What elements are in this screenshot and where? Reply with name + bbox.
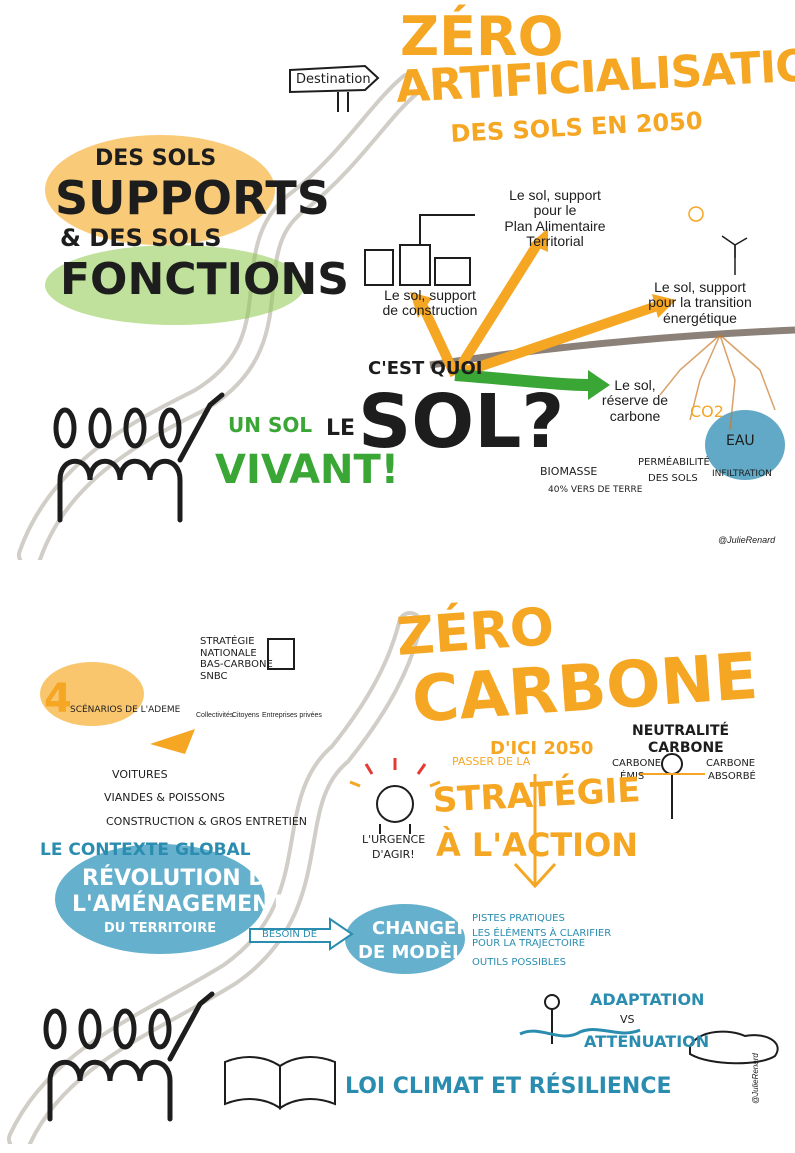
urgency-line-2: D'AGIR! bbox=[372, 848, 415, 861]
heading-supports: SUPPORTS bbox=[55, 171, 330, 225]
change-model-line-2: DE MODÈLE bbox=[358, 942, 476, 963]
sketchnote-carbon-panel: ZÉRO CARBONE D'ICI 2050 4 SCÉNARIOS DE L… bbox=[0, 584, 795, 1144]
impact-cars: VOITURES bbox=[112, 768, 168, 781]
road-and-shapes-drawing bbox=[7, 611, 779, 1144]
change-model-line-1: CHANGER bbox=[372, 918, 471, 939]
revolution-line-2: L'AMÉNAGEMENT bbox=[72, 892, 286, 917]
label-construction: Le sol, support de construction bbox=[360, 287, 500, 319]
biomass-sub-label: 40% VERS DE TERRE bbox=[548, 485, 643, 495]
snbc-sub-1: Collectivités bbox=[196, 712, 234, 719]
living-soil-line-2: VIVANT! bbox=[215, 447, 400, 493]
sketchnote-soil-panel: Destination ZÉRO ARTIFICIALISATION DES S… bbox=[0, 0, 795, 560]
carbon-absorbed-2: ABSORBÉ bbox=[708, 771, 756, 782]
snbc-block: STRATÉGIE NATIONALE BAS-CARBONE SNBC bbox=[200, 636, 273, 682]
neutrality-line-2: CARBONE bbox=[648, 740, 724, 756]
label-carbon-line-2: réserve de bbox=[601, 392, 669, 409]
law-title: LOI CLIMAT ET RÉSILIENCE bbox=[345, 1074, 672, 1099]
label-construction-line-1: Le sol, support bbox=[384, 287, 476, 303]
action-label: À L'ACTION bbox=[436, 826, 639, 864]
snbc-line-4: SNBC bbox=[200, 670, 228, 682]
signature: @JulieRenard bbox=[751, 1053, 760, 1104]
ademe-number: 4 bbox=[44, 676, 72, 722]
destination-sign-label: Destination bbox=[296, 72, 371, 87]
mitigation-label: ATTÉNUATION bbox=[584, 1032, 710, 1051]
label-food-line-2: pour le bbox=[533, 202, 577, 219]
snbc-line-1: STRATÉGIE bbox=[200, 636, 255, 647]
carbon-emitted-2: ÉMIS bbox=[620, 771, 645, 782]
label-food-line-1: Le sol, support bbox=[509, 187, 601, 203]
label-food-plan: Le sol, support pour le Plan Alimentaire… bbox=[480, 187, 630, 250]
label-carbon-line-1: Le sol, bbox=[614, 377, 656, 393]
snbc-sub-2: Citoyens bbox=[232, 712, 260, 719]
question-sol: SOL? bbox=[358, 379, 565, 465]
biomass-label: BIOMASSE bbox=[540, 465, 598, 478]
heading-fonctions: FONCTIONS bbox=[60, 254, 349, 305]
impact-construction: CONSTRUCTION & GROS ENTRETIEN bbox=[106, 815, 308, 828]
bullet-1: PISTES PRATIQUES bbox=[472, 913, 565, 924]
label-construction-line-2: de construction bbox=[382, 302, 478, 319]
adaptation-label: ADAPTATION bbox=[590, 990, 705, 1009]
bullet-3: OUTILS POSSIBLES bbox=[472, 957, 566, 968]
water-label: EAU bbox=[726, 433, 755, 449]
question-le: LE bbox=[326, 416, 356, 441]
signature: @JulieRenard bbox=[718, 535, 776, 545]
title-line-3: D'ICI 2050 bbox=[490, 738, 594, 759]
label-energy-line-3: énergétique bbox=[663, 309, 737, 326]
label-energy-line-2: pour la transition bbox=[648, 294, 752, 311]
snbc-sub-3: Entreprises privées bbox=[262, 712, 322, 719]
snbc-line-2: NATIONALE bbox=[200, 647, 257, 659]
living-soil-line-1: UN SOL bbox=[228, 413, 313, 437]
question-small: C'EST QUOI bbox=[368, 358, 483, 379]
bullet-2: LES ÉLÉMENTS À CLARIFIER POUR LA TRAJECT… bbox=[472, 928, 612, 949]
urgency-line-1: L'URGENCE bbox=[362, 833, 426, 846]
neutrality-line-1: NEUTRALITÉ bbox=[632, 723, 730, 739]
strategy-big: STRATÉGIE bbox=[431, 770, 642, 821]
title-line-1: ZÉRO bbox=[400, 5, 564, 68]
label-energy-line-1: Le sol, support bbox=[654, 279, 746, 295]
ademe-label: SCÉNARIOS DE L'ADEME bbox=[70, 705, 181, 715]
label-carbon-reserve: Le sol, réserve de carbone bbox=[585, 377, 685, 424]
revolution-line-3: DU TERRITOIRE bbox=[104, 921, 217, 936]
vs-label: VS bbox=[620, 1013, 635, 1026]
snbc-line-3: BAS-CARBONE bbox=[200, 659, 273, 670]
infiltration-label: INFILTRATION bbox=[712, 469, 772, 479]
revolution-line-1: RÉVOLUTION DE bbox=[82, 866, 282, 891]
permeability-line-2: DES SOLS bbox=[648, 473, 698, 484]
label-energy: Le sol, support pour la transition énerg… bbox=[625, 279, 775, 326]
permeability-line-1: PERMÉABILITÉ bbox=[638, 457, 710, 468]
global-context: LE CONTEXTE GLOBAL bbox=[40, 840, 251, 860]
heading-and-des-sols: & DES SOLS bbox=[60, 224, 222, 252]
road-and-arrows-drawing bbox=[17, 64, 795, 560]
heading-des-sols: DES SOLS bbox=[95, 146, 217, 171]
impact-meat: VIANDES & POISSONS bbox=[104, 791, 225, 804]
strategy-small: PASSER DE LA bbox=[452, 755, 531, 768]
need-label: BESOIN DE bbox=[262, 929, 318, 940]
co2-label: CO2 bbox=[690, 402, 724, 421]
label-food-line-3: Plan Alimentaire bbox=[504, 217, 606, 234]
carbon-emitted-1: CARBONE bbox=[612, 758, 662, 769]
label-food-line-4: Territorial bbox=[526, 233, 584, 250]
carbon-absorbed-1: CARBONE bbox=[706, 758, 756, 769]
label-carbon-line-3: carbone bbox=[609, 407, 661, 424]
